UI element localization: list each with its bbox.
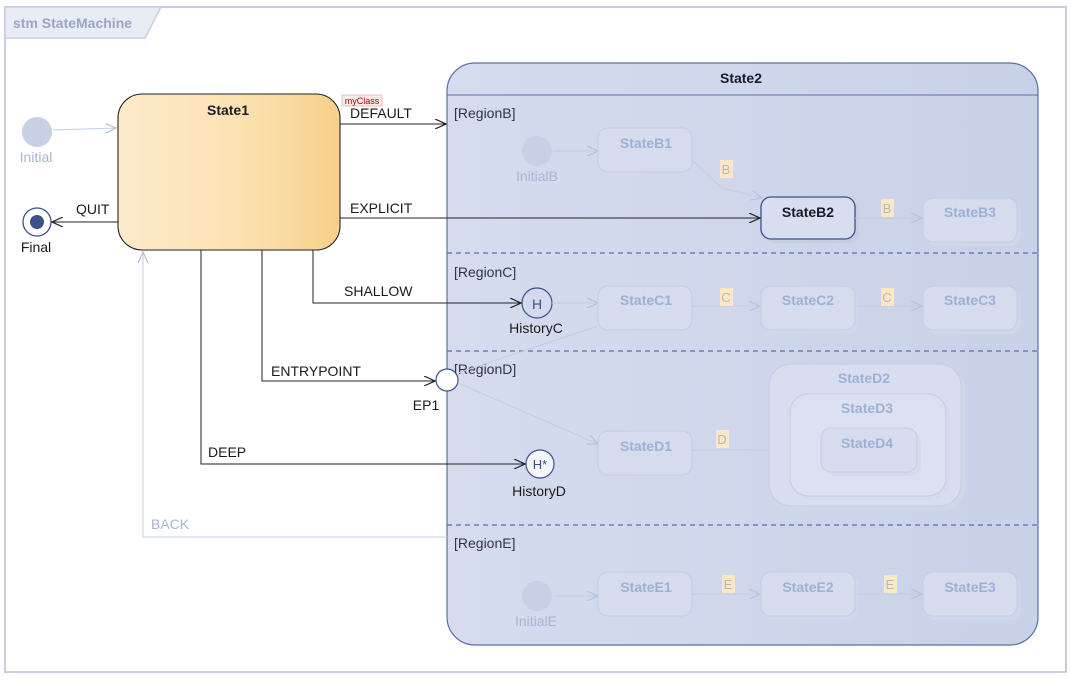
state-e1[interactable]: StateE1 (597, 571, 696, 620)
back-label: BACK (151, 516, 190, 532)
initial-pseudostate[interactable] (22, 117, 52, 147)
transition-b1-b2[interactable] (691, 159, 762, 198)
guard-d-label: D (717, 432, 726, 447)
transition-deep[interactable] (200, 250, 525, 464)
guard-e-label: E (886, 577, 895, 592)
guard-b-label: B (722, 162, 731, 177)
state-b2-label: StateB2 (782, 204, 834, 220)
shallow-label: SHALLOW (344, 283, 413, 299)
guard-b-badge (881, 199, 894, 217)
default-label: DEFAULT (350, 105, 412, 121)
state-b2[interactable]: StateB2 (760, 196, 859, 243)
stereotype-badge (341, 94, 383, 107)
guard-b-label: B (883, 201, 892, 216)
state-b3[interactable]: StateB3 (922, 197, 1021, 246)
state-e3[interactable]: StateE3 (922, 571, 1021, 620)
state-c3-label: StateC3 (944, 292, 996, 308)
state-e3-label: StateE3 (944, 579, 996, 595)
state-d3-label: StateD3 (841, 400, 893, 416)
region-c-label: [RegionC] (454, 264, 516, 280)
initial-b-pseudostate[interactable] (522, 136, 552, 166)
state-e2-label: StateE2 (782, 579, 834, 595)
transition-initial-state1[interactable] (52, 128, 116, 130)
state-d4-label: StateD4 (841, 435, 893, 451)
deep-history-icon: H* (533, 457, 547, 472)
state-d1-label: StateD1 (620, 438, 672, 454)
guard-e-label: E (724, 577, 733, 592)
guard-c-label: C (721, 290, 730, 305)
region-b-label: [RegionB] (454, 105, 515, 121)
frame-tab (4, 6, 163, 39)
region-d-label: [RegionD] (454, 361, 516, 377)
state-e2[interactable]: StateE2 (760, 571, 859, 620)
ep1-label: EP1 (413, 397, 440, 413)
state-d1[interactable]: StateD1 (597, 430, 696, 479)
history-d-label: HistoryD (512, 483, 566, 499)
entrypoint-label: ENTRYPOINT (271, 363, 361, 379)
state-b1[interactable]: StateB1 (597, 127, 696, 176)
guard-c-badge (881, 288, 894, 306)
deep-label: DEEP (208, 444, 246, 460)
transition-ep1-d1[interactable] (457, 382, 598, 444)
initial-label: Initial (20, 149, 53, 165)
state-b3-label: StateB3 (944, 204, 996, 220)
state-c2-label: StateC2 (782, 292, 834, 308)
initial-b-label: InitialB (516, 168, 558, 184)
transition-back[interactable] (143, 252, 447, 538)
guard-e-badge (722, 575, 735, 593)
state-c3[interactable]: StateC3 (922, 285, 1021, 334)
entry-point-ep1[interactable] (435, 368, 459, 392)
final-state-core (30, 215, 44, 229)
guard-b-badge (720, 160, 733, 178)
frame-title: stm StateMachine (13, 15, 132, 31)
transition-shallow[interactable] (312, 250, 521, 303)
transition-entrypoint[interactable] (261, 250, 435, 381)
state-d2-label: StateD2 (838, 370, 890, 386)
state-c1-label: StateC1 (620, 292, 672, 308)
initial-e-label: InitialE (515, 613, 557, 629)
state-e1-label: StateE1 (620, 579, 672, 595)
state1-label: State1 (207, 102, 249, 118)
region-e-label: [RegionE] (454, 535, 515, 551)
state-d4[interactable]: StateD4 (820, 427, 921, 476)
guard-d-badge (716, 430, 729, 448)
state-c2[interactable]: StateC2 (760, 285, 859, 334)
guard-e-badge (884, 575, 897, 593)
state-c1[interactable]: StateC1 (597, 285, 696, 334)
explicit-label: EXPLICIT (350, 200, 413, 216)
state1[interactable]: State1 (117, 93, 341, 251)
transition-ep1-c1[interactable] (457, 325, 599, 374)
history-c-label: HistoryC (509, 320, 563, 336)
initial-e-pseudostate[interactable] (522, 581, 552, 611)
final-label: Final (21, 239, 51, 255)
history-d-pseudostate[interactable] (525, 449, 555, 479)
guard-c-label: C (882, 290, 891, 305)
state2-title: State2 (720, 70, 762, 86)
state-b1-label: StateB1 (620, 135, 672, 151)
guard-c-badge (720, 288, 733, 306)
quit-label: QUIT (76, 201, 110, 217)
stereotype-label: myClass (345, 96, 380, 106)
shallow-history-icon: H (532, 296, 542, 312)
